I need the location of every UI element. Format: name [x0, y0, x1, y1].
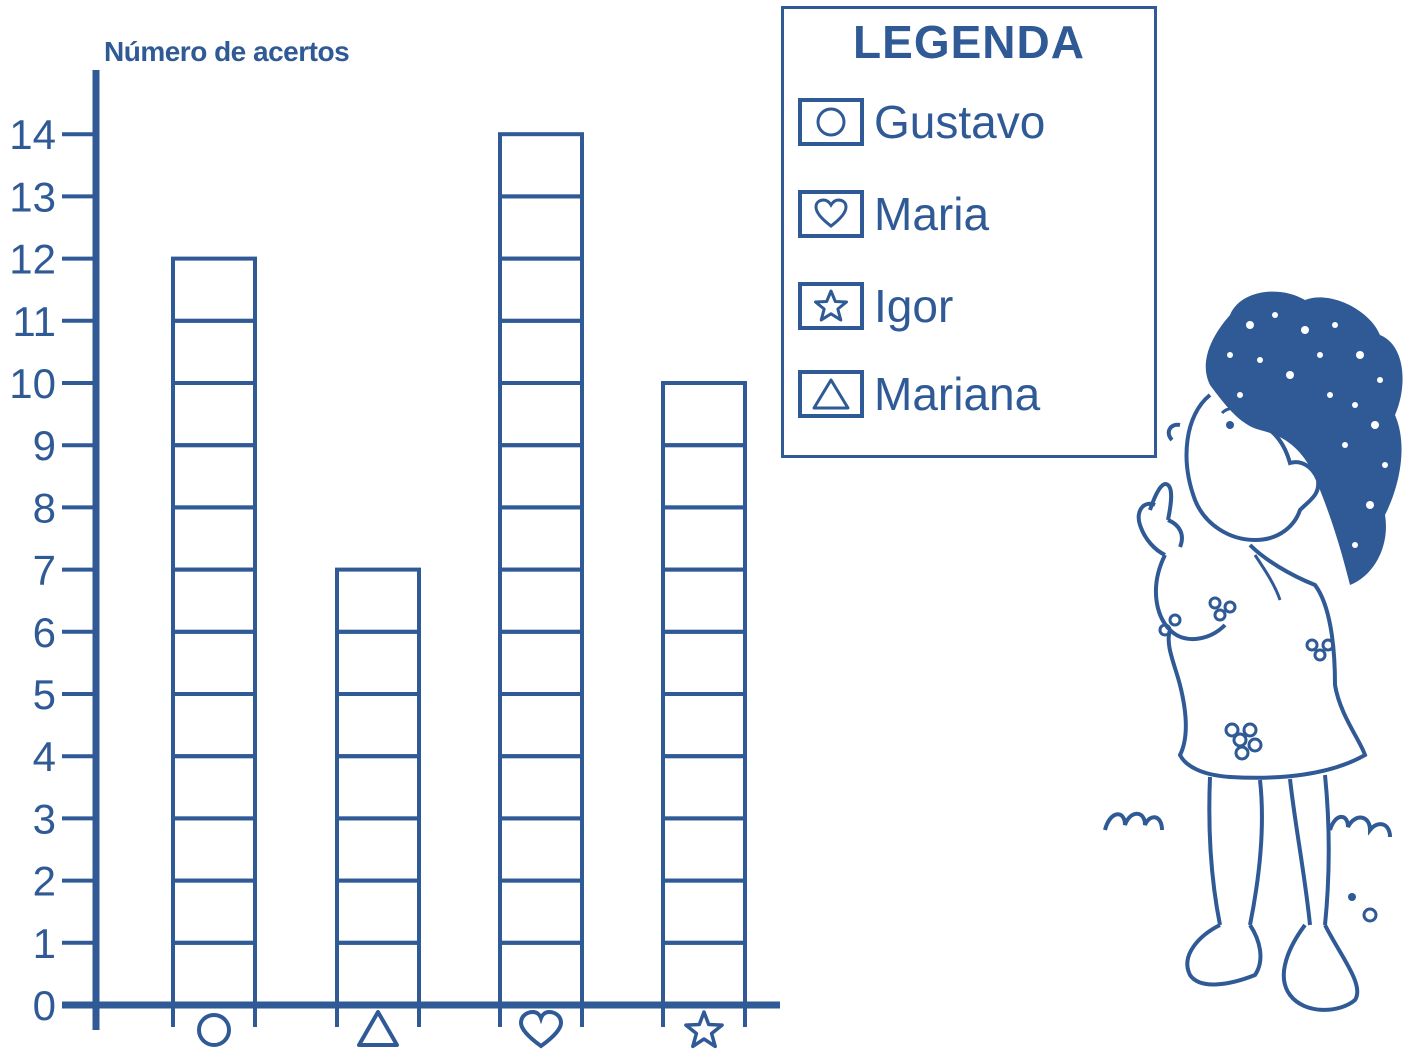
- legend-label: Mariana: [874, 368, 1041, 420]
- bar-block: [171, 692, 257, 759]
- heart-icon: [798, 190, 864, 238]
- legend-label: Gustavo: [874, 96, 1046, 148]
- bar-block: [498, 318, 584, 385]
- bar-block: [171, 567, 257, 634]
- bar-block: [498, 940, 584, 1007]
- bar-block: [498, 443, 584, 510]
- bar-triangle: [335, 567, 421, 1027]
- bar-block: [498, 629, 584, 696]
- bar-block: [171, 443, 257, 510]
- bar-block: [498, 132, 584, 199]
- star-icon: [798, 282, 864, 330]
- thinking-girl-icon: [1103, 291, 1403, 1012]
- bar-block: [335, 629, 421, 696]
- bar-block: [171, 256, 257, 323]
- bar-block: [498, 567, 584, 634]
- bar-block: [171, 505, 257, 572]
- y-tick-label: 3: [33, 795, 56, 842]
- bar-block: [171, 754, 257, 821]
- bar-block: [171, 816, 257, 883]
- bar-block: [498, 754, 584, 821]
- legend-label: Maria: [874, 188, 990, 240]
- bar-block: [171, 629, 257, 696]
- bar-block: [335, 816, 421, 883]
- bar-block: [498, 194, 584, 261]
- y-tick-label: 8: [33, 484, 56, 531]
- y-tick-label: 14: [9, 111, 56, 158]
- bar-block: [661, 816, 747, 883]
- bar-block: [498, 256, 584, 323]
- bar-block: [335, 754, 421, 821]
- star-icon: [684, 1010, 724, 1049]
- legend-item-igor: Igor: [798, 279, 953, 333]
- y-tick-label: 9: [33, 422, 56, 469]
- legend-title: LEGENDA: [853, 16, 1085, 68]
- y-tick-label: 11: [12, 298, 56, 345]
- legend: LEGENDA Gustavo Maria Igor Mariana: [781, 6, 1157, 458]
- circle-icon: [197, 1013, 231, 1047]
- y-tick-label: 2: [33, 858, 56, 905]
- bar-block: [498, 878, 584, 945]
- y-axis-label: Número de acertos: [104, 36, 350, 67]
- legend-label: Igor: [874, 280, 954, 332]
- y-tick-label: 6: [33, 609, 56, 656]
- bar-block: [171, 318, 257, 385]
- bar-circle: [171, 256, 257, 1027]
- y-tick-label: 4: [33, 733, 56, 780]
- x-category-symbols: [197, 1009, 724, 1049]
- bar-block: [498, 692, 584, 759]
- bar-block: [498, 381, 584, 448]
- bar-heart: [498, 132, 584, 1027]
- y-tick-label: 10: [9, 360, 56, 407]
- bar-block: [661, 443, 747, 510]
- bar-block: [335, 567, 421, 634]
- bar-block: [661, 692, 747, 759]
- bar-block: [661, 940, 747, 1007]
- triangle-icon: [357, 1010, 399, 1047]
- bar-block: [661, 629, 747, 696]
- y-tick-label: 0: [33, 982, 56, 1029]
- bar-block: [661, 505, 747, 572]
- bar-block: [498, 505, 584, 572]
- bar-block: [661, 754, 747, 821]
- bar-block: [661, 567, 747, 634]
- circle-icon: [798, 98, 864, 146]
- bar-block: [335, 692, 421, 759]
- bar-block: [498, 816, 584, 883]
- legend-item-mariana: Mariana: [798, 367, 1040, 421]
- heart-icon: [518, 1009, 564, 1049]
- bar-block: [661, 381, 747, 448]
- legend-item-gustavo: Gustavo: [798, 95, 1045, 149]
- triangle-icon: [798, 370, 864, 418]
- y-tick-label: 12: [9, 236, 56, 283]
- bar-block: [661, 878, 747, 945]
- y-tick-label: 13: [9, 173, 56, 220]
- y-tick-label: 1: [33, 920, 56, 967]
- bar-block: [171, 940, 257, 1007]
- bar-star: [661, 381, 747, 1027]
- y-tick-label: 7: [33, 547, 56, 594]
- y-tick-label: 5: [33, 671, 56, 718]
- bar-block: [335, 940, 421, 1007]
- legend-item-maria: Maria: [798, 187, 989, 241]
- chart-bars: [171, 132, 747, 1027]
- bar-block: [171, 381, 257, 448]
- bar-block: [171, 878, 257, 945]
- bar-block: [335, 878, 421, 945]
